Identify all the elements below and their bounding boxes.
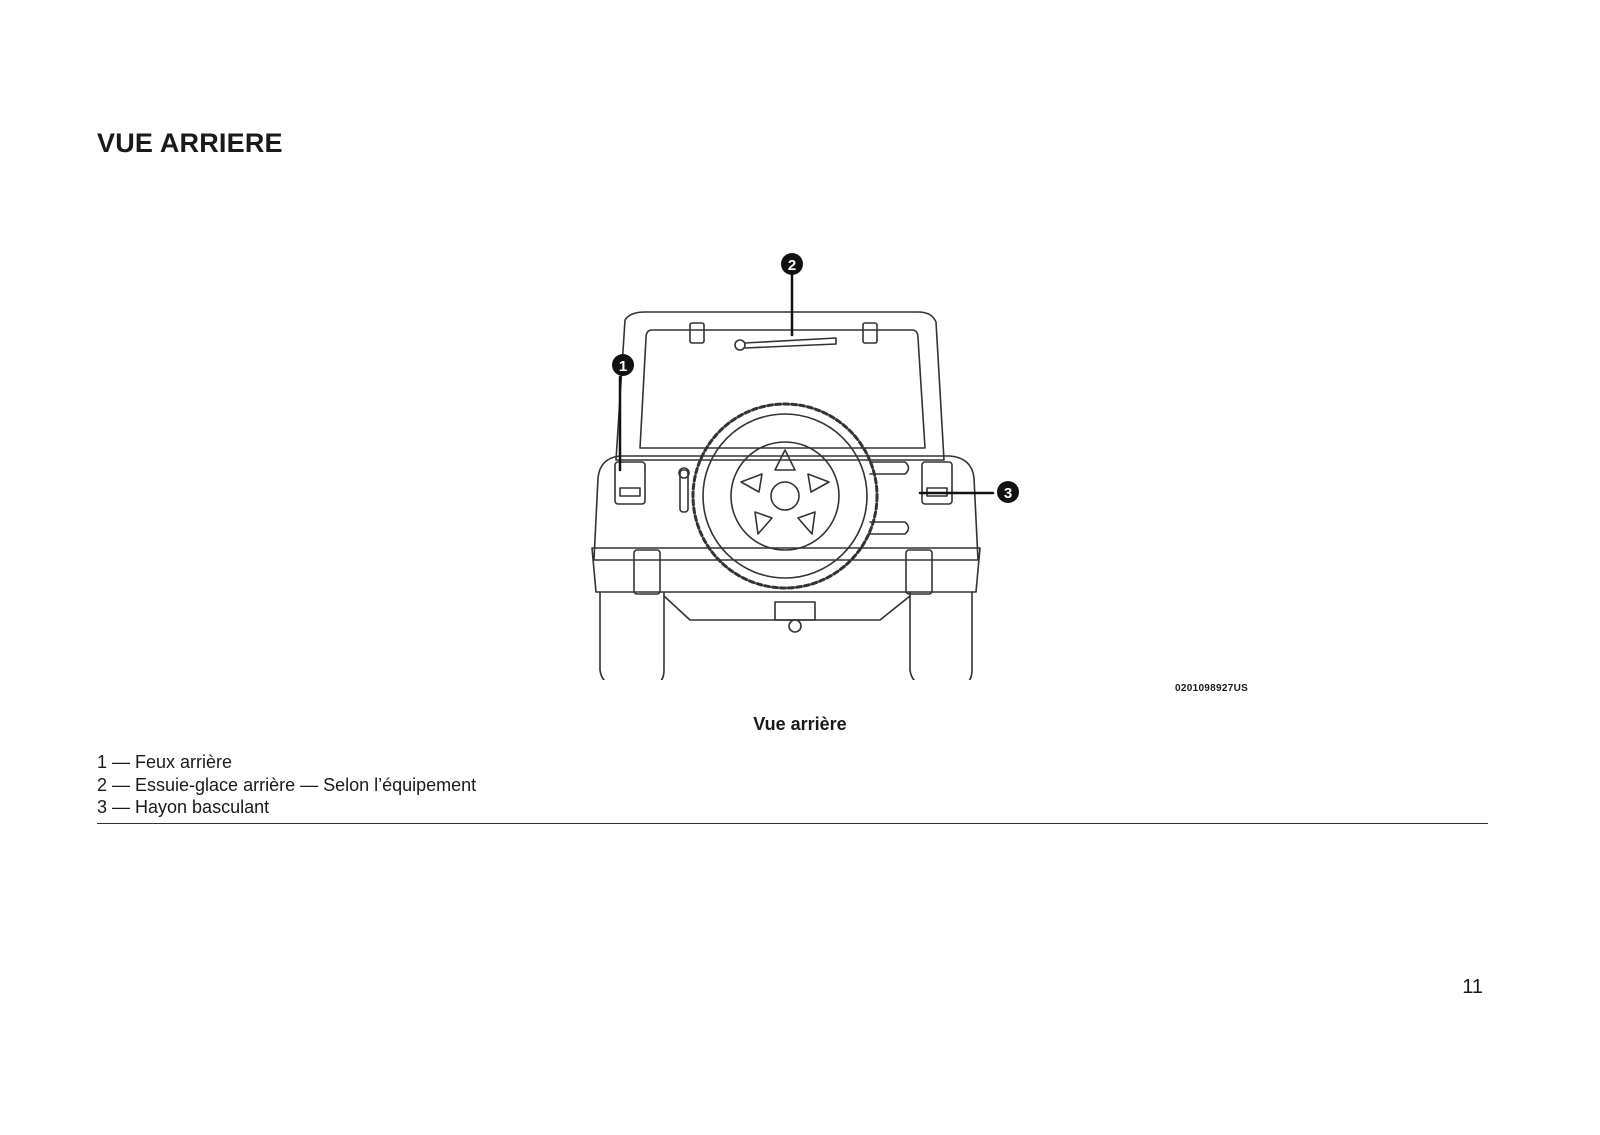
spare-tire-mid xyxy=(702,413,868,579)
page-title: VUE ARRIERE xyxy=(97,128,283,158)
chassis xyxy=(663,595,911,621)
tail-light-left-lens xyxy=(619,487,641,497)
figure-caption: Vue arrière xyxy=(753,714,847,734)
spare-wheel-hub xyxy=(770,481,800,511)
spare-tire-outer xyxy=(691,402,879,590)
vehicle-rear-view-illustration xyxy=(591,270,995,680)
tailgate-hinge-bottom xyxy=(869,521,910,535)
legend-item: 3 — Hayon basculant xyxy=(97,797,270,817)
rear-tire-left xyxy=(599,591,665,680)
body-outline xyxy=(593,455,979,561)
bumper-cap-right xyxy=(905,549,933,595)
legend-item: 2 — Essuie-glace arrière — Selon l’équip… xyxy=(97,774,477,795)
tail-light-right xyxy=(921,461,953,505)
wiper-arm xyxy=(744,337,837,349)
window-hinge-left xyxy=(689,322,705,344)
spare-wheel-spokes xyxy=(740,449,830,535)
rear-tire-right xyxy=(909,591,973,680)
legend-item: 1 — Feux arrière xyxy=(97,752,233,772)
tailgate-hinge-top xyxy=(869,461,910,475)
tow-hitch xyxy=(774,601,816,621)
wiper-pivot xyxy=(734,339,746,351)
rear-window xyxy=(639,329,926,449)
section-divider xyxy=(97,823,1488,824)
rear-bumper xyxy=(591,547,981,593)
bumper-cap-left xyxy=(633,549,661,595)
image-reference-code: 0201098927US xyxy=(1175,683,1249,694)
tow-ball xyxy=(788,619,802,633)
page-number: 11 xyxy=(1462,976,1483,998)
tail-light-left xyxy=(614,461,646,505)
tailgate-lock xyxy=(678,467,690,479)
callout-leaders xyxy=(618,270,995,495)
callout-legend: 1 — Feux arrière 2 — Essuie-glace arrièr… xyxy=(97,751,476,819)
window-hinge-right xyxy=(862,322,878,344)
hardtop-outline xyxy=(615,311,945,461)
tailgate-handle xyxy=(679,469,689,513)
spare-wheel-rim xyxy=(730,441,840,551)
